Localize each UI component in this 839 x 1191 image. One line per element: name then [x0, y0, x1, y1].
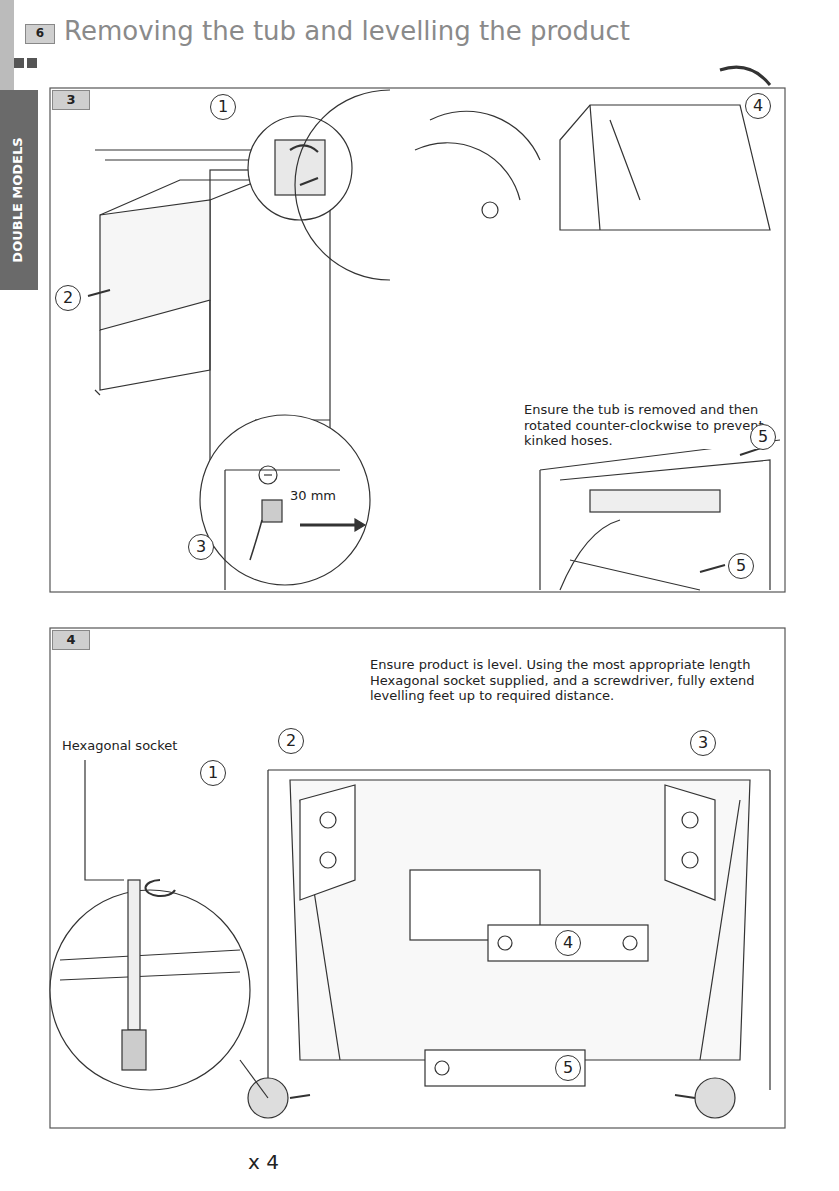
callout-number: 3: [188, 534, 214, 560]
page-title: Removing the tub and levelling the produ…: [64, 16, 630, 47]
callout-number: 4: [745, 93, 771, 119]
callout-number: 5: [750, 424, 776, 450]
section-tab: DOUBLE MODELS: [9, 100, 29, 300]
step-number: 4: [52, 630, 90, 650]
callout-number: 1: [210, 94, 236, 120]
dimension: 30 mm: [290, 488, 346, 504]
note: Ensure the tub is removed and then rotat…: [524, 402, 764, 449]
callout-number: 5: [555, 1055, 581, 1081]
callout-number: 2: [55, 285, 81, 311]
callout-number: 2: [278, 728, 304, 754]
callout-number: 4: [555, 930, 581, 956]
callout-number: 1: [200, 760, 226, 786]
quantity: x 4: [248, 1150, 288, 1174]
callout-number: 5: [728, 553, 754, 579]
step-number: 3: [52, 90, 90, 110]
note: Ensure product is level. Using the most …: [370, 657, 770, 704]
callout-number: 3: [690, 730, 716, 756]
part-label: Hexagonal socket: [62, 738, 222, 754]
page-number: 6: [25, 24, 55, 44]
